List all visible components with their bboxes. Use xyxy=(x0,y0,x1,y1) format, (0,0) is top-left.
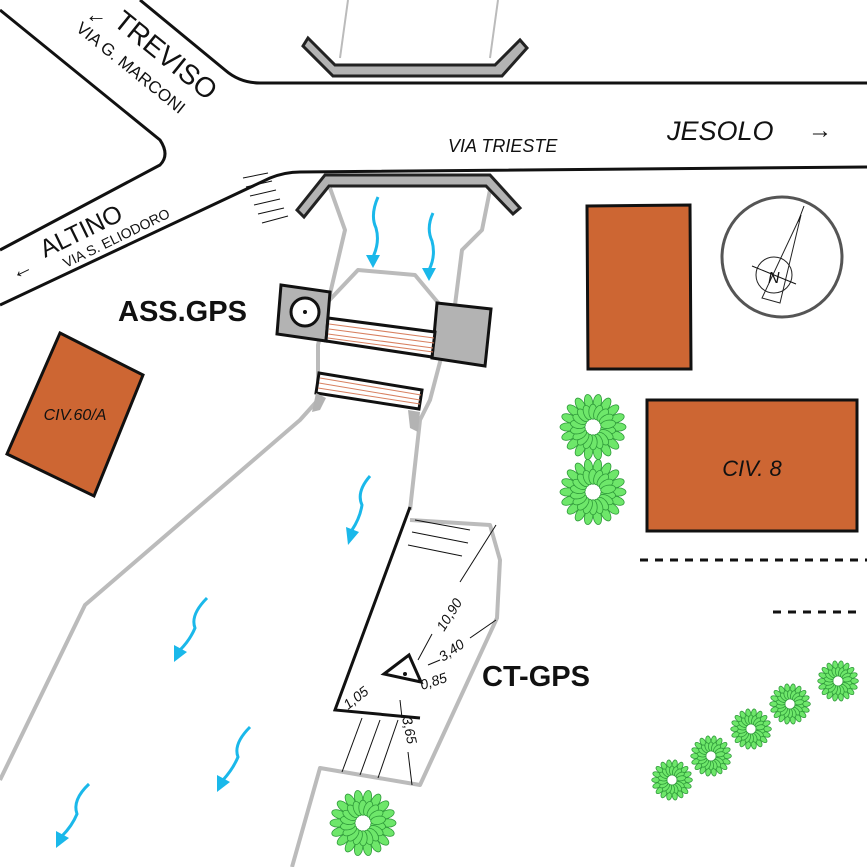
measure-0-85: 0,85 xyxy=(418,669,449,693)
arrow-left-icon: ← xyxy=(6,253,37,285)
ct-gps-label: CT-GPS xyxy=(482,661,590,693)
measure-3-40: 3,40 xyxy=(436,636,468,665)
bridge-south xyxy=(294,173,523,220)
tree-icon xyxy=(817,660,859,702)
north-arrow-icon: N xyxy=(768,270,780,287)
water-flow-arrows xyxy=(56,196,436,848)
direction-jesolo: JESOLO xyxy=(666,116,774,146)
building-civ-8 xyxy=(645,398,859,533)
building-civ-60a xyxy=(5,330,145,499)
building-civ-8-label: CIV. 8 xyxy=(722,456,782,481)
bridge-north xyxy=(301,35,530,78)
tree-icon xyxy=(769,683,811,725)
tree-icon xyxy=(559,459,627,525)
measure-3-65: 3,65 xyxy=(399,715,420,745)
road-trieste-south-edge xyxy=(0,165,867,307)
building-civ-60a-label: CIV.60/A xyxy=(44,407,107,424)
measure-10-90: 10,90 xyxy=(433,595,465,633)
flow-arrow-icon xyxy=(366,196,380,268)
hatch-lines xyxy=(242,172,289,224)
ass-gps-structure xyxy=(275,283,493,432)
arrow-left-icon: ← xyxy=(85,2,107,27)
ct-gps-parcel xyxy=(332,506,497,786)
road-trieste-north-edge xyxy=(139,0,867,85)
ct-gps-triangle-icon xyxy=(380,652,424,685)
tree-icon xyxy=(730,708,772,750)
building-unlabeled xyxy=(585,203,693,371)
tree-icon xyxy=(690,735,732,777)
road-marconi-left-edge xyxy=(0,8,167,252)
tree-icon xyxy=(559,394,627,460)
compass: N xyxy=(720,195,844,319)
tree-icon xyxy=(329,790,397,856)
deck-upper xyxy=(324,316,437,359)
ass-gps-label: ASS.GPS xyxy=(118,296,247,328)
flow-arrow-icon xyxy=(174,596,209,662)
flow-arrow-icon xyxy=(56,782,91,848)
flow-arrow-icon xyxy=(346,475,372,545)
trees xyxy=(329,394,859,856)
flow-arrow-icon xyxy=(422,212,436,281)
road-lines xyxy=(0,0,867,307)
flow-arrow-icon xyxy=(217,725,252,792)
street-via-trieste: VIA TRIESTE xyxy=(448,136,558,156)
tree-icon xyxy=(651,759,693,801)
arrow-right-icon: → xyxy=(808,117,832,144)
